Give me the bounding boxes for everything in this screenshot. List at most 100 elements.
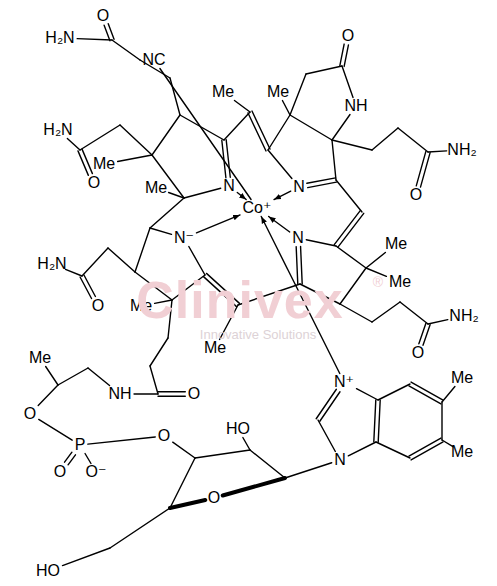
bond-line: [318, 420, 335, 452]
atom-label: Me: [389, 274, 411, 290]
bond-line: [84, 275, 95, 297]
bond-line: [376, 442, 410, 458]
bond-line: [411, 382, 443, 400]
bond-line: [150, 338, 168, 366]
atom-label: Me: [451, 444, 473, 460]
coordination-arrow: [274, 191, 291, 199]
bond-line: [85, 454, 91, 464]
atom-label: O⁻: [86, 464, 107, 480]
bond-line: [332, 115, 350, 141]
bond-line: [334, 211, 360, 245]
atom-label: O: [412, 345, 424, 361]
bond-line: [108, 248, 135, 272]
bond-line: [420, 153, 430, 188]
bond-line: [38, 385, 58, 406]
watermark-text: Innovative Solutions: [200, 328, 316, 341]
bond-line: [88, 368, 110, 386]
bond-line: [173, 442, 195, 458]
bond-line: [234, 101, 250, 113]
bond-line: [372, 302, 400, 322]
bond-line: [150, 366, 158, 394]
bond-line: [336, 246, 366, 268]
bond-line: [223, 478, 285, 496]
bond-line: [409, 438, 441, 456]
bond-line: [82, 248, 108, 276]
bond-line: [366, 253, 385, 269]
atom-label: N: [293, 179, 305, 195]
bond-line: [340, 268, 366, 304]
atom-label: N: [334, 452, 346, 468]
atom-label: O: [158, 428, 170, 444]
bond-line: [290, 74, 306, 115]
watermark-text: ®: [373, 275, 383, 289]
atom-label: O: [410, 187, 422, 203]
bond-line: [120, 125, 152, 155]
bond-line: [338, 213, 364, 247]
bond-line: [268, 115, 290, 150]
bond-line: [170, 500, 205, 508]
coordination-arrow: [237, 193, 246, 200]
bond-line: [104, 25, 110, 41]
bond-line: [342, 66, 353, 98]
bond-line: [416, 151, 426, 186]
bond-line: [80, 277, 91, 299]
atom-label: P: [75, 437, 86, 453]
atom-label: NH₂: [447, 142, 476, 158]
atom-label: Me: [267, 84, 289, 100]
atom-label: O: [342, 28, 354, 44]
bond-line: [58, 368, 88, 385]
bond-line: [63, 548, 111, 566]
bond-line: [189, 247, 205, 276]
bond-line: [409, 386, 441, 404]
atom-label: H₂N: [37, 256, 66, 272]
bond-line: [184, 188, 221, 198]
atom-label: HO: [226, 421, 250, 437]
bond-line: [332, 140, 336, 180]
bond-line: [169, 193, 184, 199]
atom-label: H₂N: [43, 122, 72, 138]
bond-line: [372, 128, 398, 150]
bond-line: [152, 115, 180, 155]
bond-line: [398, 128, 428, 152]
atom-label: O: [92, 298, 104, 314]
atom-label: H₂N: [45, 30, 74, 46]
bond-line: [78, 151, 88, 176]
bond-line: [374, 400, 376, 442]
bond-line: [441, 402, 442, 440]
atom-label: NH: [108, 386, 131, 402]
atom-label: NH₂: [449, 308, 478, 324]
atom-label: N: [223, 178, 235, 194]
bond-line: [46, 367, 58, 386]
watermark-text: Clinivex: [136, 274, 343, 326]
bond-line: [316, 389, 336, 419]
atom-label: O: [208, 490, 220, 506]
bond-line: [348, 442, 376, 456]
coordination-arrow: [197, 215, 241, 233]
atom-label: NH: [344, 98, 367, 114]
bond-line: [66, 269, 83, 276]
atom-label: O: [24, 406, 36, 422]
bond-line: [170, 78, 180, 115]
bond-line: [118, 155, 152, 161]
bond-line: [67, 139, 80, 151]
bond-line: [224, 112, 250, 140]
atom-label: HO: [36, 563, 60, 579]
atom-label: Me: [385, 236, 407, 252]
bond-line: [306, 240, 336, 246]
bond-line: [252, 111, 270, 149]
atom-label: O: [97, 8, 109, 24]
bond-line: [112, 40, 140, 60]
bond-line: [77, 39, 112, 40]
bond-line: [243, 438, 250, 451]
bond-line: [68, 455, 75, 465]
bond-line: [411, 442, 443, 460]
atom-label: Me: [145, 180, 167, 196]
bond-line: [39, 419, 72, 440]
atom-label: Me: [93, 156, 115, 172]
bond-line: [134, 393, 158, 394]
bond-line: [150, 198, 184, 228]
bond-line: [378, 384, 410, 400]
bond-line: [135, 228, 150, 272]
